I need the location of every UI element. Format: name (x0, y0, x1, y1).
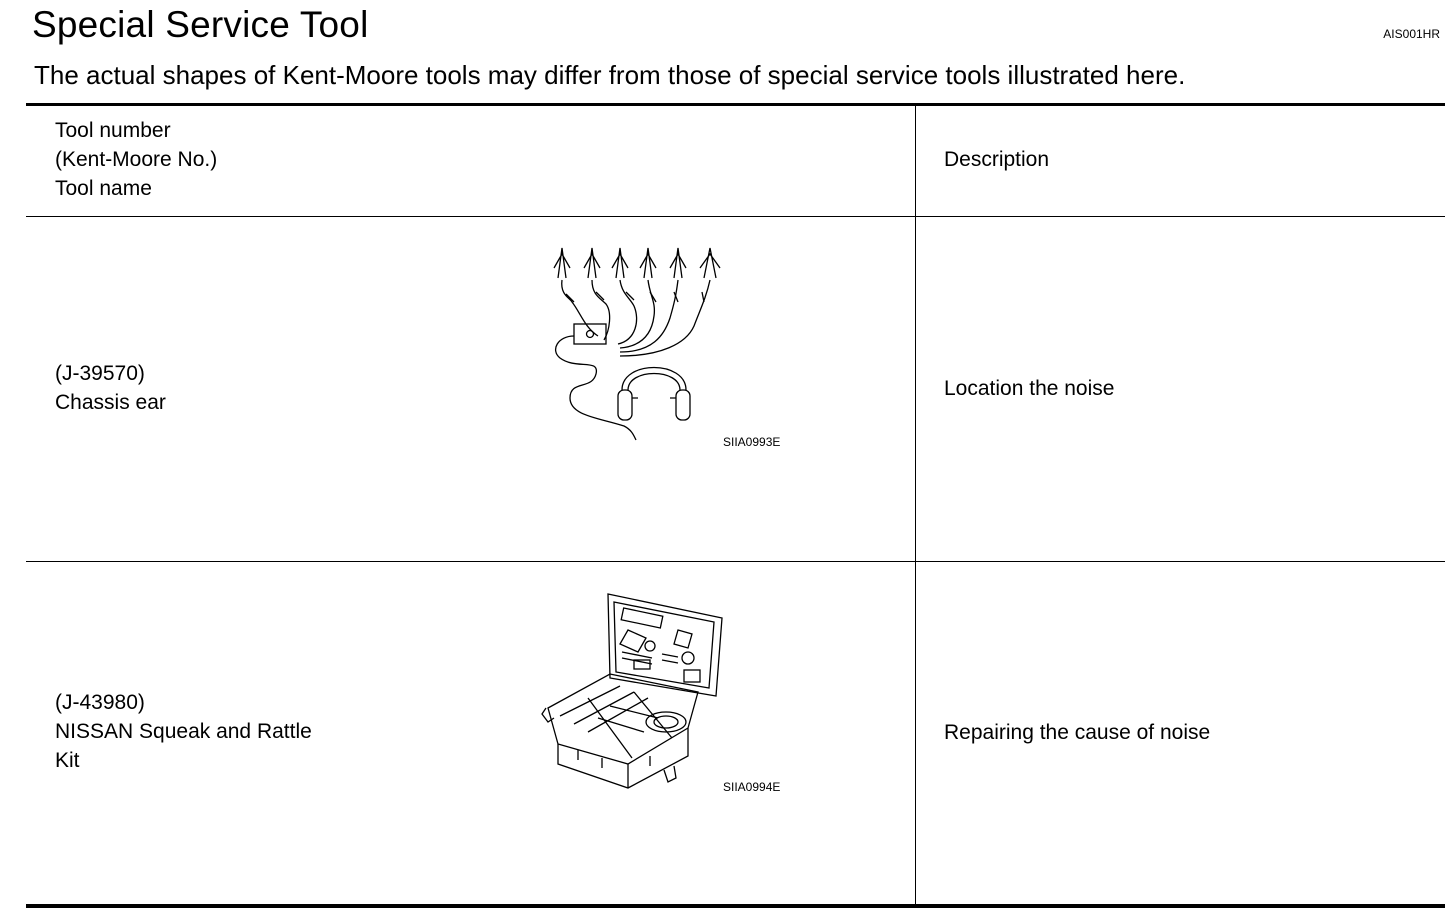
table-bottom-rule (26, 904, 1445, 908)
tool-number: (J-43980) (55, 691, 145, 714)
document-code: AIS001HR (1383, 27, 1440, 41)
header-tool-number: Tool number (55, 119, 171, 142)
tool-number: (J-39570) (55, 362, 145, 385)
image-id: SIIA0993E (723, 435, 781, 449)
tool-name-continued: Kit (55, 749, 80, 772)
table-row: (J-43980) NISSAN Squeak and Rattle Kit (55, 688, 312, 775)
tool-description: Repairing the cause of noise (944, 721, 1211, 744)
header-description: Description (944, 148, 1050, 171)
table-row: (J-39570) Chassis ear (55, 359, 166, 417)
table-header-rule (26, 216, 1445, 217)
squeak-rattle-kit-illustration (541, 593, 723, 789)
chassis-ear-illustration (553, 247, 721, 441)
header-tool-column: Tool number (Kent-Moore No.) Tool name (55, 116, 217, 203)
header-tool-name: Tool name (55, 177, 152, 200)
page-subtitle: The actual shapes of Kent-Moore tools ma… (34, 60, 1186, 90)
tool-name: NISSAN Squeak and Rattle (55, 720, 312, 743)
image-id: SIIA0994E (723, 780, 781, 794)
table-top-rule (26, 103, 1445, 106)
table-column-divider (915, 106, 916, 904)
page-title: Special Service Tool (32, 4, 369, 45)
header-kent-moore-no: (Kent-Moore No.) (55, 148, 218, 171)
tool-name: Chassis ear (55, 391, 166, 414)
tool-description: Location the noise (944, 377, 1115, 400)
table-row-divider (26, 561, 1445, 562)
